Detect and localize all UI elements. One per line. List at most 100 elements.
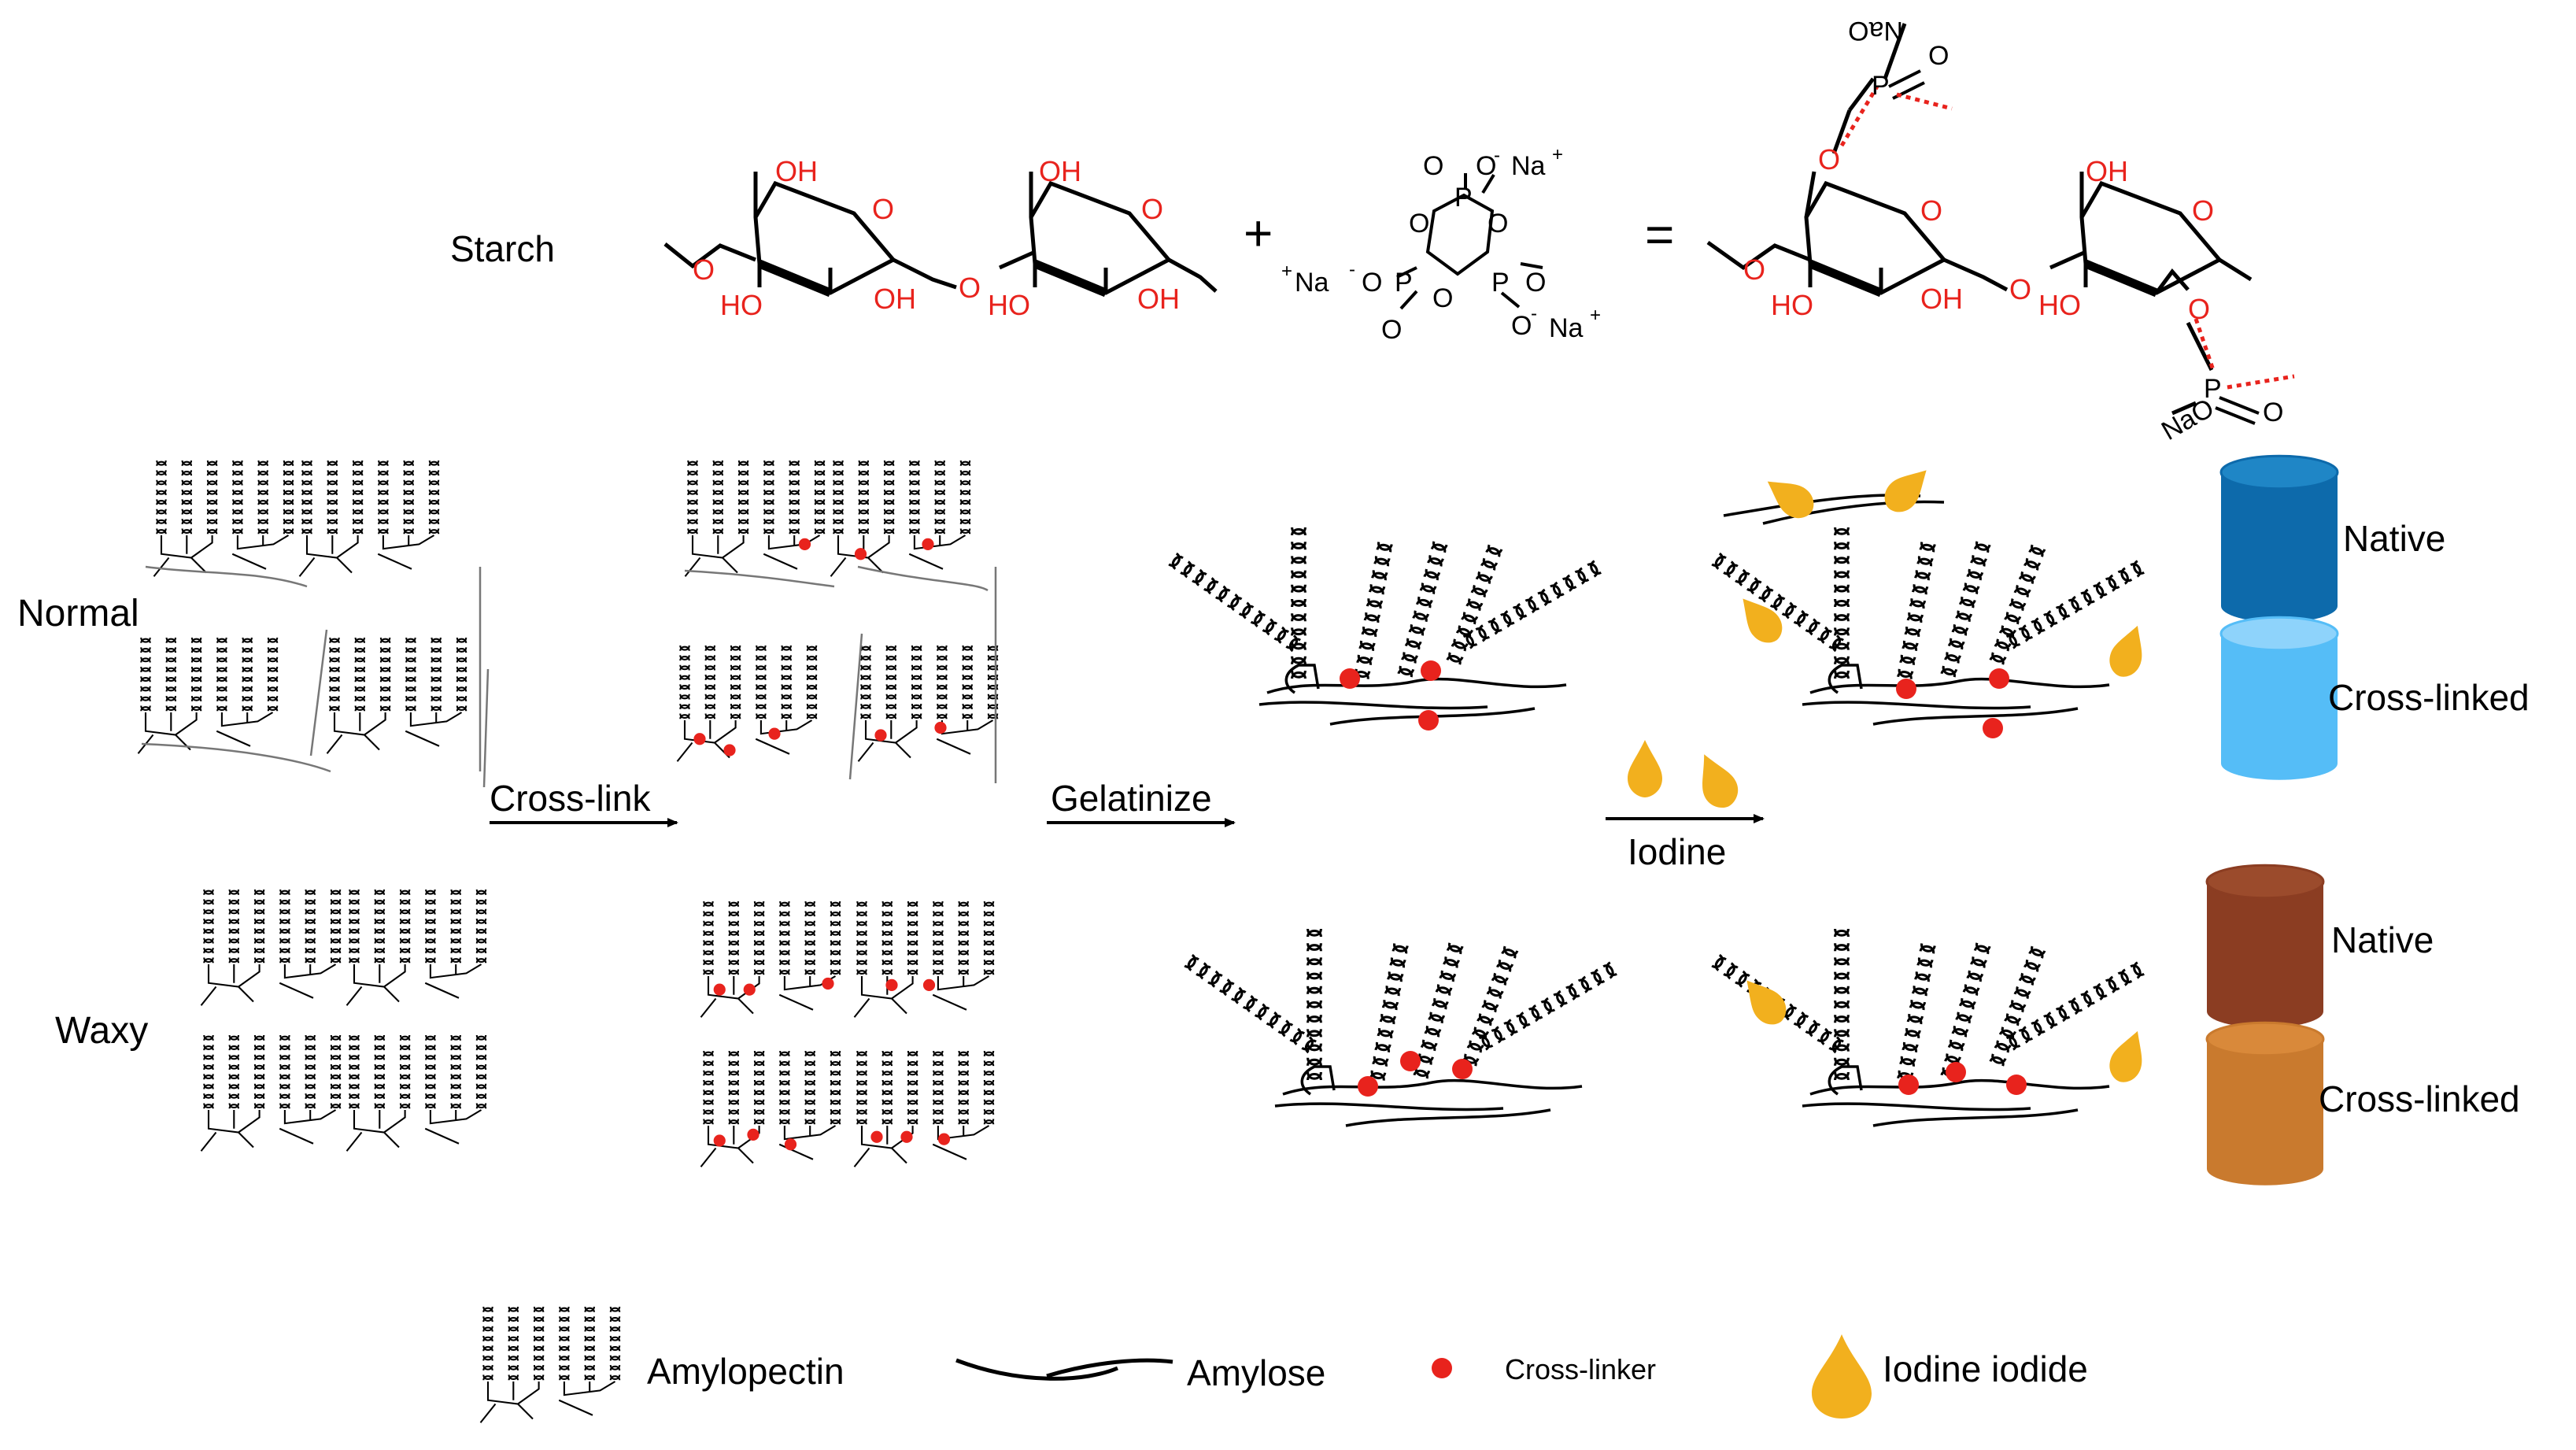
crosslinker-dot <box>1421 660 1441 681</box>
svg-text:Na: Na <box>1295 268 1329 298</box>
amylopectin-cluster <box>298 460 440 577</box>
starch-structure <box>663 172 1218 298</box>
svg-text:O: O <box>1141 193 1163 225</box>
normal-native-cylinder <box>2219 454 2339 623</box>
svg-text:O: O <box>1476 151 1496 181</box>
crosslinker-dot <box>1989 668 2009 689</box>
amylopectin-cluster <box>479 1306 621 1423</box>
crosslinker-dot <box>900 1130 913 1143</box>
svg-text:O: O <box>2188 293 2210 325</box>
normal-label: Normal <box>17 593 139 634</box>
waxy-label: Waxy <box>55 1010 148 1052</box>
crosslinker-dot <box>1400 1051 1421 1071</box>
svg-text:+: + <box>1552 144 1563 165</box>
svg-text:P: P <box>1395 268 1413 298</box>
svg-text:O: O <box>1381 315 1402 345</box>
svg-text:O: O <box>2009 273 2031 305</box>
result-cylinders <box>2205 454 2339 1186</box>
crosslinker-dot <box>870 1130 883 1143</box>
svg-text:Gelatinize: Gelatinize <box>1051 778 1212 819</box>
iodine-drop <box>1628 740 1662 797</box>
svg-text:OH: OH <box>2086 155 2128 187</box>
amylopectin-cluster <box>853 901 995 1018</box>
trimetaphosphate-atoms: O O - Na + P O O + Na O - P O P O O O - … <box>1281 144 1601 345</box>
svg-text:O: O <box>1362 268 1382 298</box>
svg-text:OH: OH <box>775 155 818 187</box>
gelatinized-network <box>1711 527 2145 738</box>
amylopectin-cluster <box>684 460 826 577</box>
svg-text:+: + <box>1590 305 1601 326</box>
starch-label: Starch <box>450 228 555 269</box>
amylopectin-cluster <box>853 1050 995 1167</box>
crosslinker-dot <box>713 1134 726 1147</box>
amylopectin-cluster <box>700 901 841 1018</box>
legend-amylopectin-icon <box>479 1306 621 1423</box>
amylopectin-cluster <box>137 637 279 754</box>
iodine-drop <box>1702 754 1739 808</box>
gelatinized-networks <box>1168 470 2145 1127</box>
svg-text:P: P <box>1491 268 1510 298</box>
svg-text:-: - <box>1494 145 1500 166</box>
svg-text:HO: HO <box>2038 289 2081 321</box>
crosslinker-dot <box>693 733 706 745</box>
amylopectin-cluster <box>200 889 342 1006</box>
amylopectin-cluster <box>153 460 294 577</box>
amylopectin-cluster <box>700 1050 841 1167</box>
svg-text:O: O <box>872 193 894 225</box>
svg-text:OH: OH <box>1137 283 1180 315</box>
crosslinked-granule-sketches <box>676 460 999 1167</box>
svg-text:OH: OH <box>1920 283 1963 315</box>
svg-text:HO: HO <box>720 289 763 321</box>
iodine-arrow: Iodine <box>1606 814 1765 872</box>
crosslinker-dot <box>874 729 887 742</box>
svg-text:HO: HO <box>1771 289 1813 321</box>
amylopectin-cluster <box>346 1034 487 1152</box>
waxy-crosslinked-cylinder <box>2205 1021 2325 1186</box>
iodine-drop <box>1746 980 1787 1025</box>
product-atoms: O O O HO OH O OH O HO O <box>1743 143 2214 325</box>
crosslinker-dot <box>1340 668 1360 689</box>
crosslinker-dot <box>1898 1075 1919 1095</box>
svg-text:O: O <box>2192 194 2214 227</box>
crosslinker-dot <box>747 1128 759 1141</box>
crosslinker-dot <box>1358 1076 1378 1097</box>
svg-text:O: O <box>1423 151 1443 181</box>
crosslinker-dot <box>934 721 947 734</box>
svg-text:Iodine: Iodine <box>1628 831 1726 872</box>
amylopectin-cluster <box>857 645 999 762</box>
crosslinker-dot <box>822 977 834 990</box>
iodine-drop <box>2109 625 2142 677</box>
normal-crosslinked-label: Cross-linked <box>2328 677 2530 718</box>
crosslinker-dot <box>768 727 781 740</box>
granule-outline <box>141 565 490 788</box>
plus-sign: + <box>1244 205 1273 261</box>
granule-sketches <box>137 460 490 1152</box>
crosslinker-dot <box>922 978 936 991</box>
crosslinker-dot <box>854 548 867 560</box>
svg-text:P: P <box>1872 71 1890 101</box>
svg-text:OH: OH <box>874 283 916 315</box>
iodine-drop <box>1743 598 1783 643</box>
crosslinker-dot <box>1418 710 1439 731</box>
amylopectin-cluster <box>830 460 971 577</box>
crosslinker-dot <box>798 538 811 550</box>
gelatinized-network <box>1711 928 2145 1127</box>
svg-text:O: O <box>693 253 715 286</box>
legend-crosslinker-label: Cross-linker <box>1505 1353 1656 1385</box>
svg-text:+: + <box>1281 261 1292 282</box>
svg-text:Cross-link: Cross-link <box>490 778 651 819</box>
amylopectin-cluster <box>326 637 468 754</box>
amylopectin-cluster <box>676 645 818 762</box>
svg-text:O: O <box>1511 311 1532 341</box>
waxy-crosslinked-label: Cross-linked <box>2319 1078 2520 1119</box>
svg-text:P: P <box>1454 183 1473 213</box>
iodine-drop <box>2109 1030 2142 1082</box>
legend-amylose-icon <box>955 1358 1173 1381</box>
crosslinker-dot <box>713 983 726 996</box>
product-phosphate-atoms: P O NaO P O NaO <box>1848 16 2283 446</box>
svg-text:O: O <box>1928 41 1949 71</box>
crosslinker-dot <box>922 538 934 550</box>
svg-text:O: O <box>1920 194 1942 227</box>
svg-text:-: - <box>1349 259 1355 280</box>
